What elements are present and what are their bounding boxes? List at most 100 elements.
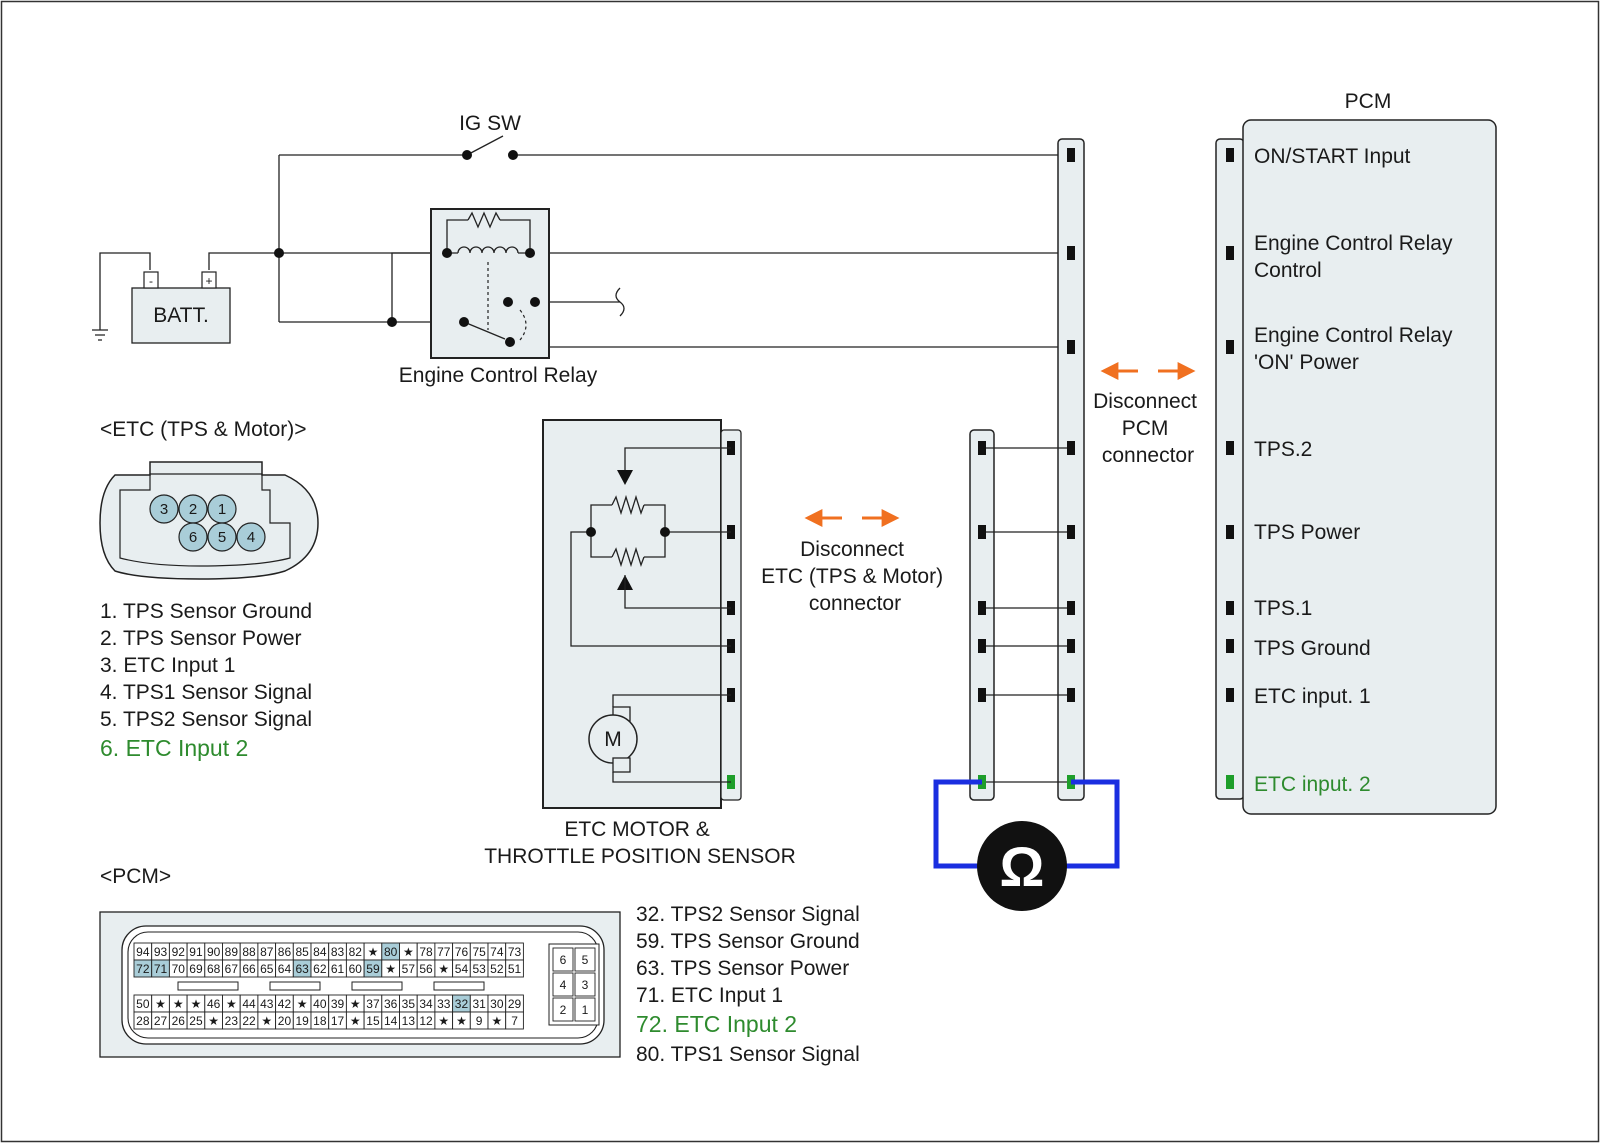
etc-legend-item: 2. TPS Sensor Power: [100, 627, 302, 650]
pcm-pin-number: ★: [297, 997, 308, 1011]
pcm-pins: [1226, 148, 1234, 789]
pcm-pin-number: 84: [313, 945, 327, 959]
pcm-pin-number: 66: [242, 962, 256, 976]
battery-label: BATT.: [153, 304, 209, 327]
pcm-pin-number: 92: [172, 945, 186, 959]
pcm-side-pin-number: 1: [582, 1003, 589, 1017]
pcm-pin-cell: [505, 1011, 524, 1030]
main-junction: [274, 248, 284, 258]
pcm-pin-number: ★: [438, 962, 449, 976]
pcm-pin-number: 42: [278, 997, 292, 1011]
pcm-pin-number: 89: [225, 945, 239, 959]
pcm-pin-number: 22: [242, 1014, 256, 1028]
ohmmeter: [933, 779, 1120, 911]
pcm-pin-number: 37: [366, 997, 380, 1011]
battery: [131, 287, 231, 344]
harness-wires: [982, 447, 1071, 783]
pcm-pin-number: 33: [437, 997, 451, 1011]
pcm-legend-item: 80. TPS1 Sensor Signal: [636, 1043, 860, 1066]
pcm-pin-number: ★: [208, 1014, 219, 1028]
etc-legend-item: 4. TPS1 Sensor Signal: [100, 681, 312, 704]
pcm-pin-number: 30: [490, 997, 504, 1011]
pcm-pin-number: 19: [295, 1014, 309, 1028]
etc-connector-face: [99, 461, 319, 580]
pcm-legend-item: 71. ETC Input 1: [636, 984, 783, 1007]
pcm-pin-number: 77: [437, 945, 451, 959]
etc-legend-item-highlight: 6. ETC Input 2: [100, 735, 248, 761]
etc-pin-3: 3: [160, 501, 168, 518]
etc-legend: 1. TPS Sensor Ground 2. TPS Sensor Power…: [100, 600, 312, 761]
pcm-pin-number: 63: [295, 962, 309, 976]
pcm-side-pin-cell: [552, 947, 574, 972]
pcm-pin-on-start: ON/START Input: [1254, 145, 1411, 168]
pcm-pin-tps-ground: TPS Ground: [1254, 637, 1371, 660]
pcm-side-pin-cell: [574, 997, 596, 1022]
engine-control-relay: [387, 208, 550, 359]
pcm-title: PCM: [1345, 90, 1392, 113]
pcm-side-pin-cell: [574, 947, 596, 972]
pcm-side-pin-number: 6: [560, 953, 567, 967]
pcm-pin-etc-input-2: ETC input. 2: [1254, 773, 1371, 796]
pcm-pin-number: ★: [173, 997, 184, 1011]
pcm-side-pin-number: 3: [582, 978, 589, 992]
pcm-pin-number: 78: [419, 945, 433, 959]
pcm-pin-number: 46: [207, 997, 221, 1011]
ig-sw-contact-right: [508, 150, 518, 160]
pcm-pin-number: 57: [402, 962, 416, 976]
harness-connector-pcm-side: [1057, 138, 1085, 801]
pcm-pin-number: 61: [331, 962, 345, 976]
etc-module: [542, 419, 742, 809]
pcm-pin-number: 70: [172, 962, 186, 976]
pcm-pin-number: 71: [154, 962, 168, 976]
pcm-pin-number: 80: [384, 945, 398, 959]
motor-label: M: [604, 728, 622, 751]
pcm-pin-number: 60: [349, 962, 363, 976]
pcm-pin-number: 53: [472, 962, 486, 976]
pcm-pin-number: 91: [189, 945, 203, 959]
pcm-pin-number: 14: [384, 1014, 398, 1028]
disconnect-pcm-label: Disconnect PCM connector: [1093, 390, 1203, 467]
pcm-pin-tps1: TPS.1: [1254, 597, 1312, 620]
pcm-module: [1242, 119, 1497, 815]
pcm-pin-number: 12: [419, 1014, 433, 1028]
pcm-pin-number: 34: [419, 997, 433, 1011]
pcm-pin-number: 90: [207, 945, 221, 959]
pcm-pin-number: 73: [508, 945, 522, 959]
pcm-pin-number: 93: [154, 945, 168, 959]
pcm-side-pin-number: 5: [582, 953, 589, 967]
pcm-side-pin-cell: [552, 997, 574, 1022]
pcm-legend-item: 32. TPS2 Sensor Signal: [636, 903, 860, 926]
pcm-pin-number: 85: [295, 945, 309, 959]
etc-pin-5: 5: [218, 529, 226, 546]
pcm-pin-number: ★: [155, 997, 166, 1011]
pcm-pin-number: 88: [242, 945, 256, 959]
pcm-pin-number: 68: [207, 962, 221, 976]
pcm-pin-number: 17: [331, 1014, 345, 1028]
pcm-pin-number: 56: [419, 962, 433, 976]
ohm-symbol: Ω: [1000, 835, 1045, 898]
pcm-pin-number: 18: [313, 1014, 327, 1028]
etc-legend-item: 1. TPS Sensor Ground: [100, 600, 312, 623]
pcm-pin-number: ★: [385, 962, 396, 976]
pcm-pin-number: 67: [225, 962, 239, 976]
etc-pin-2: 2: [189, 501, 197, 518]
pcm-pin-number: 64: [278, 962, 292, 976]
pcm-pin-number: 50: [136, 997, 150, 1011]
pcm-pin-number: ★: [438, 1014, 449, 1028]
pcm-pin-number: ★: [403, 945, 414, 959]
pcm-pin-number: 52: [490, 962, 504, 976]
pcm-pin-number: 82: [349, 945, 363, 959]
etc-legend-item: 5. TPS2 Sensor Signal: [100, 708, 312, 731]
pcm-pin-number: 39: [331, 997, 345, 1011]
ig-sw-contact-left: [462, 150, 472, 160]
pcm-legend: 32. TPS2 Sensor Signal 59. TPS Sensor Gr…: [636, 903, 860, 1066]
pcm-pin-number: 20: [278, 1014, 292, 1028]
pcm-pin-number: 44: [242, 997, 256, 1011]
etc-pin-4: 4: [247, 529, 255, 546]
pcm-pin-number: 86: [278, 945, 292, 959]
pcm-pin-number: 74: [490, 945, 504, 959]
